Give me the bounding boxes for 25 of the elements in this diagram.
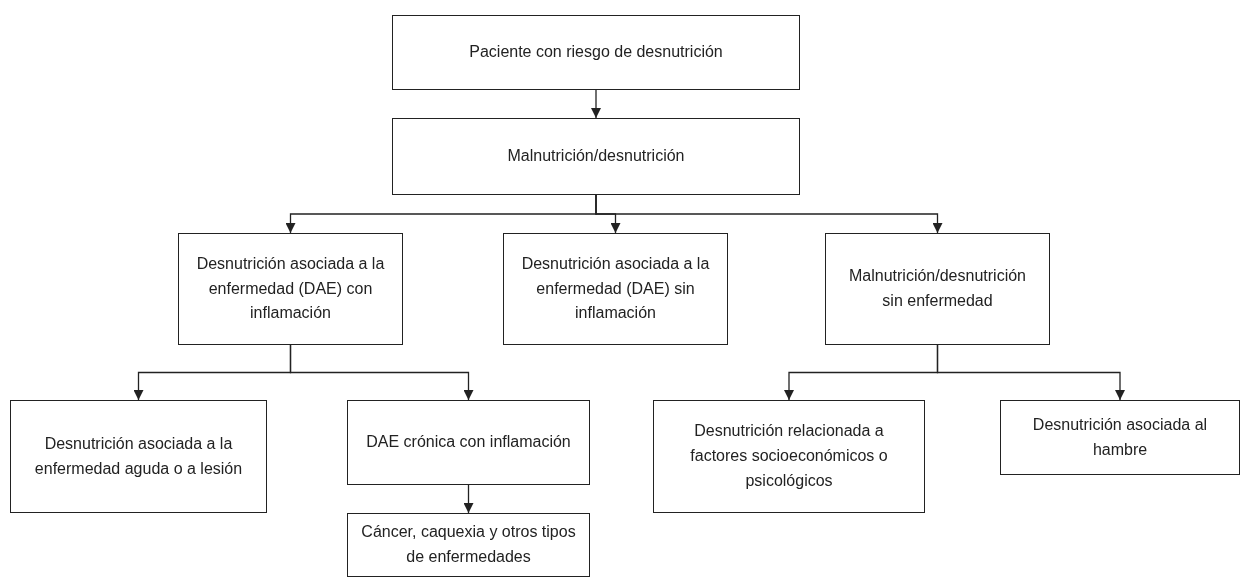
- process-box: [1000, 400, 1240, 475]
- box-label: Paciente con riesgo de desnutrición: [469, 42, 723, 63]
- box-label: Desnutrición asociada a la enfermedad (DAE) sin inflamación: [520, 253, 711, 324]
- box-label: Malnutrición/desnutrición: [507, 146, 685, 167]
- process-box: [10, 400, 267, 513]
- process-box: [347, 400, 590, 485]
- process-box: [392, 118, 800, 195]
- box-label: Desnutrición asociada a la enfermedad aguda o a lesión: [33, 433, 244, 479]
- arrow: [591, 89, 601, 119]
- process-box: [503, 233, 728, 345]
- process-box: [392, 15, 800, 90]
- box-label: DAE crónica con inflamación: [366, 432, 571, 453]
- arrow: [936, 344, 1125, 401]
- arrow: [595, 194, 943, 234]
- box-label: Desnutrición asociada al hambre: [1031, 414, 1209, 460]
- box-label: Desnutrición asociada a la enfermedad (DAE) con inflamación: [195, 253, 386, 324]
- arrow: [463, 484, 474, 514]
- box-label: Malnutrición/desnutrición sin enfermedad: [848, 266, 1027, 311]
- process-box: [825, 233, 1050, 345]
- box-label: Desnutrición relacionada a factores socioeconómicos o psicológicos: [689, 421, 889, 491]
- process-box: [178, 233, 403, 345]
- process-box: [653, 400, 925, 513]
- process-box: [347, 513, 590, 577]
- arrow: [289, 344, 474, 401]
- box-label: Cáncer, caquexia y otros tipos de enfermedades: [360, 522, 577, 567]
